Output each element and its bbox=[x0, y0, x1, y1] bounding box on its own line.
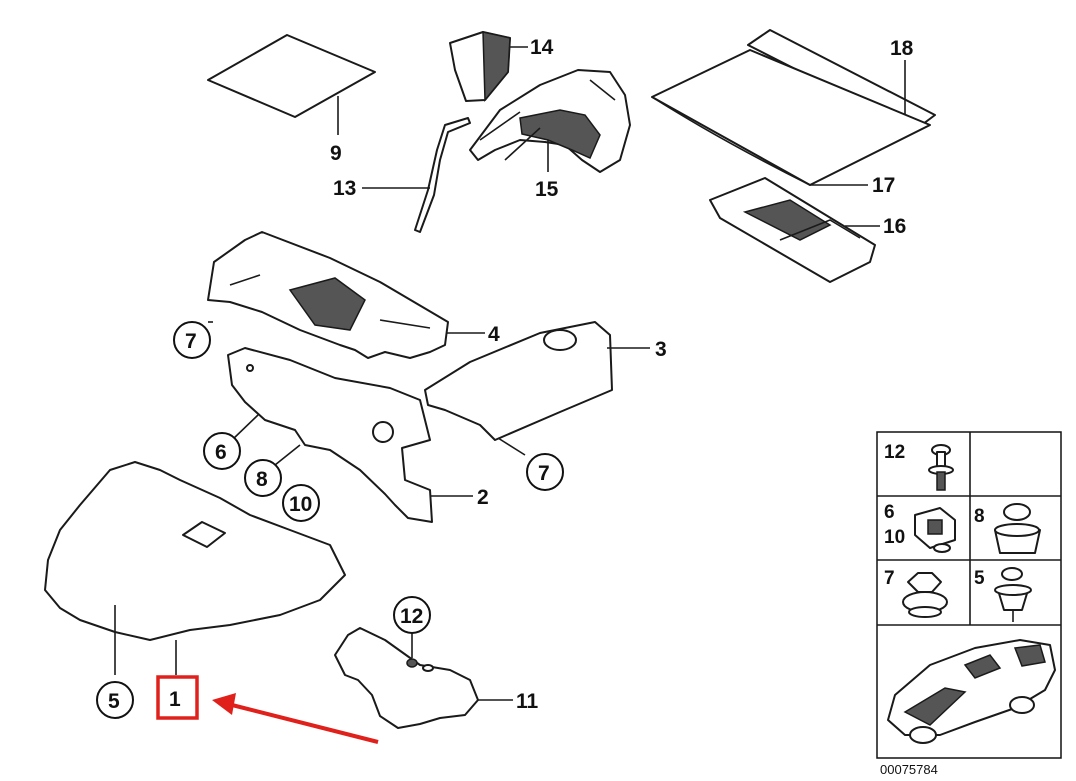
rivet-icon bbox=[994, 503, 1041, 554]
svg-text:10: 10 bbox=[289, 493, 312, 516]
label-14: 14 bbox=[530, 36, 554, 59]
reference-number: 00075784 bbox=[880, 762, 938, 777]
label-2: 2 bbox=[477, 486, 489, 509]
svg-text:10: 10 bbox=[884, 527, 905, 548]
svg-text:7: 7 bbox=[185, 330, 197, 353]
svg-text:6: 6 bbox=[215, 441, 227, 464]
callout-12: 12 bbox=[393, 596, 431, 634]
svg-text:12: 12 bbox=[400, 605, 423, 628]
label-11: 11 bbox=[516, 690, 539, 713]
part-13-strip bbox=[362, 117, 471, 233]
part-14-block bbox=[449, 31, 528, 103]
part-11-bracket bbox=[334, 627, 513, 729]
svg-text:5: 5 bbox=[974, 568, 985, 589]
callout-7a: 7 bbox=[173, 321, 213, 359]
part-1-mat bbox=[44, 461, 346, 675]
label-18: 18 bbox=[890, 37, 914, 60]
part-9-sheet bbox=[207, 34, 376, 135]
svg-text:6: 6 bbox=[884, 502, 895, 523]
label-3: 3 bbox=[655, 338, 667, 361]
fastener-inset: 12 6 10 8 7 5 bbox=[876, 431, 1062, 759]
label-13: 13 bbox=[333, 177, 356, 200]
svg-text:5: 5 bbox=[108, 690, 120, 713]
callout-8: 8 bbox=[244, 444, 301, 497]
svg-text:8: 8 bbox=[256, 468, 268, 491]
svg-text:7: 7 bbox=[884, 568, 895, 589]
callout-10: 10 bbox=[282, 484, 320, 522]
part-15-insulation bbox=[469, 69, 631, 173]
part-2-bulkhead bbox=[227, 347, 473, 523]
red-arrow-icon bbox=[212, 693, 379, 744]
svg-text:7: 7 bbox=[538, 462, 550, 485]
part-17-panel bbox=[651, 49, 931, 186]
label-4: 4 bbox=[488, 323, 500, 346]
car-thumbnail-icon bbox=[887, 639, 1056, 744]
part-3-side bbox=[424, 321, 650, 456]
screw-icon bbox=[928, 444, 954, 491]
push-rivet-icon bbox=[994, 567, 1032, 622]
svg-text:8: 8 bbox=[974, 506, 985, 527]
label-16: 16 bbox=[883, 215, 906, 238]
callout-5: 5 bbox=[96, 681, 134, 719]
svg-text:12: 12 bbox=[884, 442, 905, 463]
callout-7b: 7 bbox=[526, 453, 564, 491]
label-1-highlight: 1 bbox=[156, 675, 199, 720]
part-16-tray bbox=[709, 177, 880, 283]
callout-6: 6 bbox=[203, 414, 259, 470]
label-9: 9 bbox=[330, 142, 342, 165]
nut-icon bbox=[902, 572, 948, 618]
part-4-cowl bbox=[207, 231, 485, 359]
label-17: 17 bbox=[872, 174, 895, 197]
label-1: 1 bbox=[169, 688, 181, 711]
label-15: 15 bbox=[535, 178, 559, 201]
clip-icon bbox=[914, 507, 956, 553]
